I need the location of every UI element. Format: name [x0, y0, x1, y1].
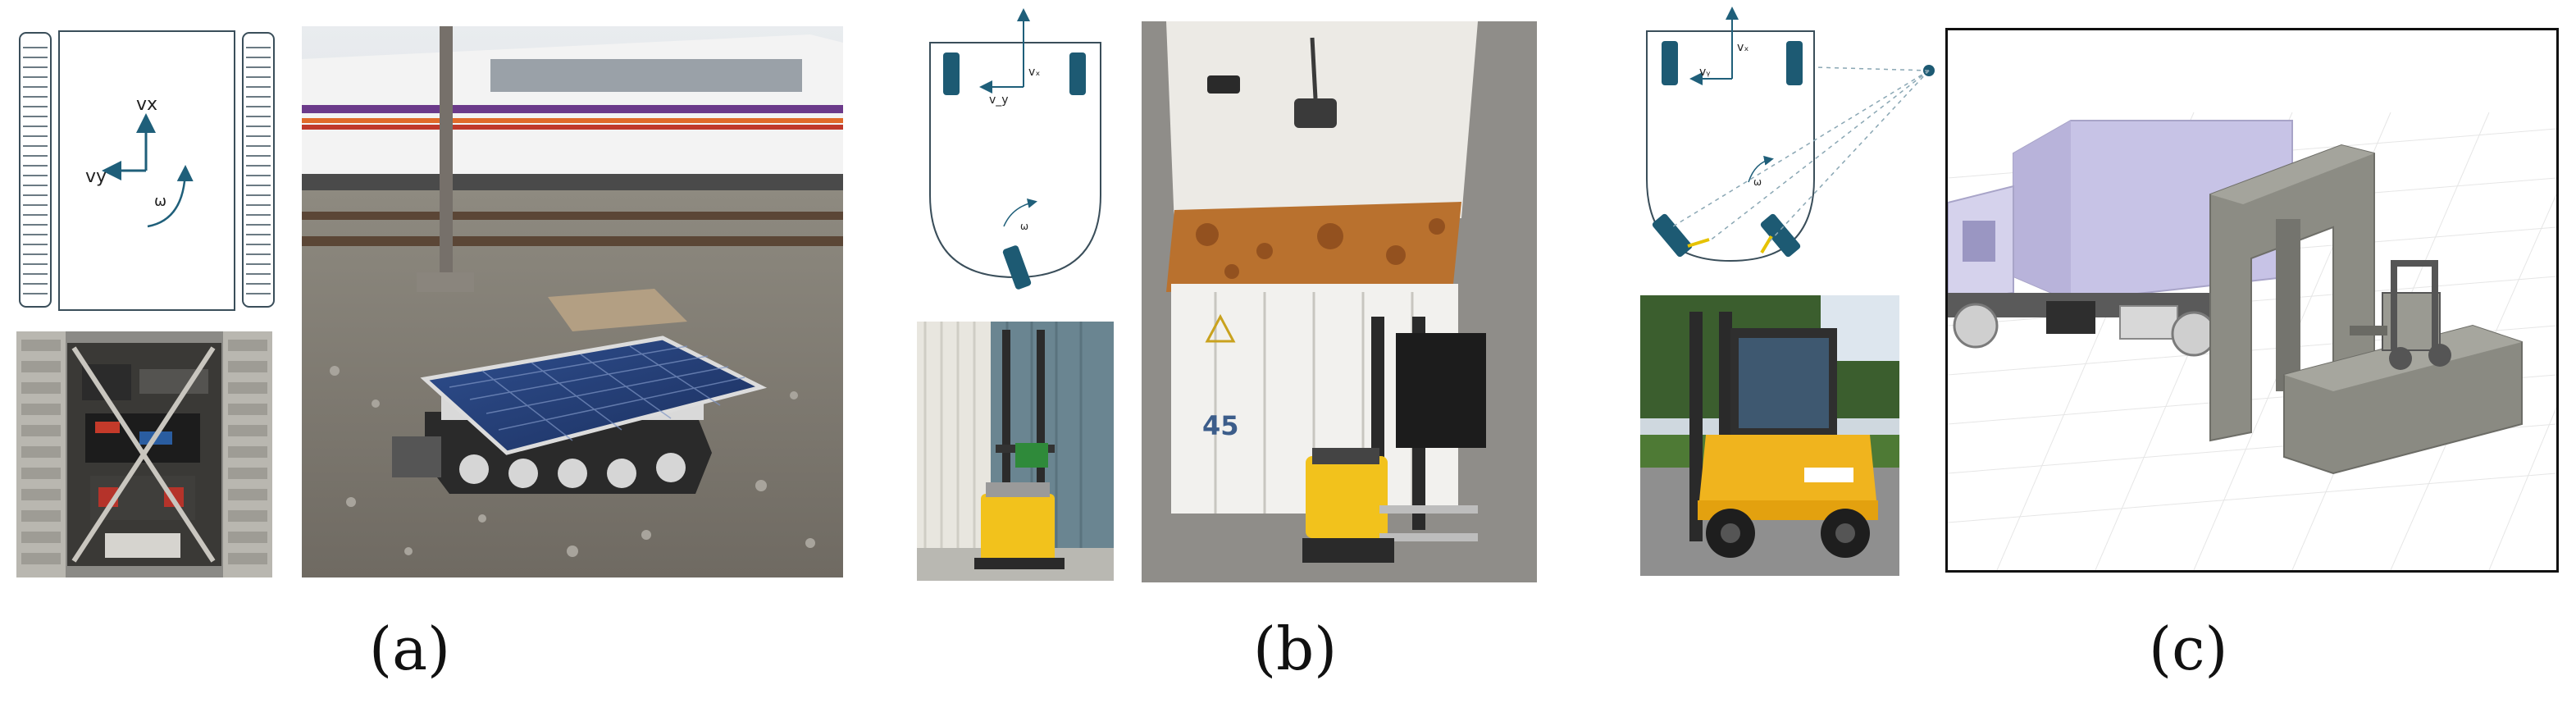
caption-a: (a)	[369, 614, 451, 683]
forklift-model	[2350, 260, 2451, 370]
photo-tracked-chassis	[16, 331, 272, 577]
photo-solar-tracked-robot	[302, 26, 843, 577]
vy-label: vy	[85, 167, 107, 187]
caption-c: (c)	[2149, 614, 2228, 683]
render-simulation-scene	[1945, 28, 2559, 573]
vx-label: vx	[136, 94, 157, 115]
front-right-wheel	[1786, 41, 1803, 85]
rear-left-wheel	[1652, 213, 1693, 258]
diagram-tricycle-robot: vₓ v_y ω	[929, 8, 1101, 290]
omega-label: ω	[154, 193, 166, 210]
photo-forklift	[1640, 295, 1899, 576]
front-left-wheel	[1662, 41, 1678, 85]
omega-label: ω	[1753, 176, 1762, 188]
photo-pallet-stacker	[917, 322, 1114, 581]
left-track	[19, 32, 52, 308]
right-track	[242, 32, 275, 308]
omega-arrow	[147, 165, 194, 228]
front-right-wheel	[1069, 52, 1086, 95]
front-left-wheel	[943, 52, 960, 95]
rear-left-caster-accent	[1687, 238, 1710, 248]
omega-label: ω	[1020, 221, 1028, 232]
rear-right-wheel	[1760, 213, 1801, 258]
vy-label: vᵧ	[1699, 66, 1711, 79]
solar-panel	[420, 336, 768, 455]
diagram-tracked-robot: vx vy ω	[19, 30, 275, 311]
forklift-outline	[1646, 30, 1815, 262]
omega-arrow	[1748, 155, 1774, 183]
omega-arrow	[1003, 199, 1037, 227]
rear-right-caster-accent	[1760, 235, 1773, 254]
vx-label: vₓ	[1737, 41, 1749, 54]
caption-b: (b)	[1253, 614, 1338, 683]
vy-label: v_y	[989, 94, 1009, 107]
photo-aerial-container: 45	[1142, 21, 1537, 582]
container-number: 45	[1202, 410, 1239, 441]
diagram-forklift-kinematics: vₓ vᵧ ω	[1646, 7, 1935, 262]
vx-label: vₓ	[1028, 66, 1041, 79]
steer-wheel	[1002, 245, 1032, 290]
